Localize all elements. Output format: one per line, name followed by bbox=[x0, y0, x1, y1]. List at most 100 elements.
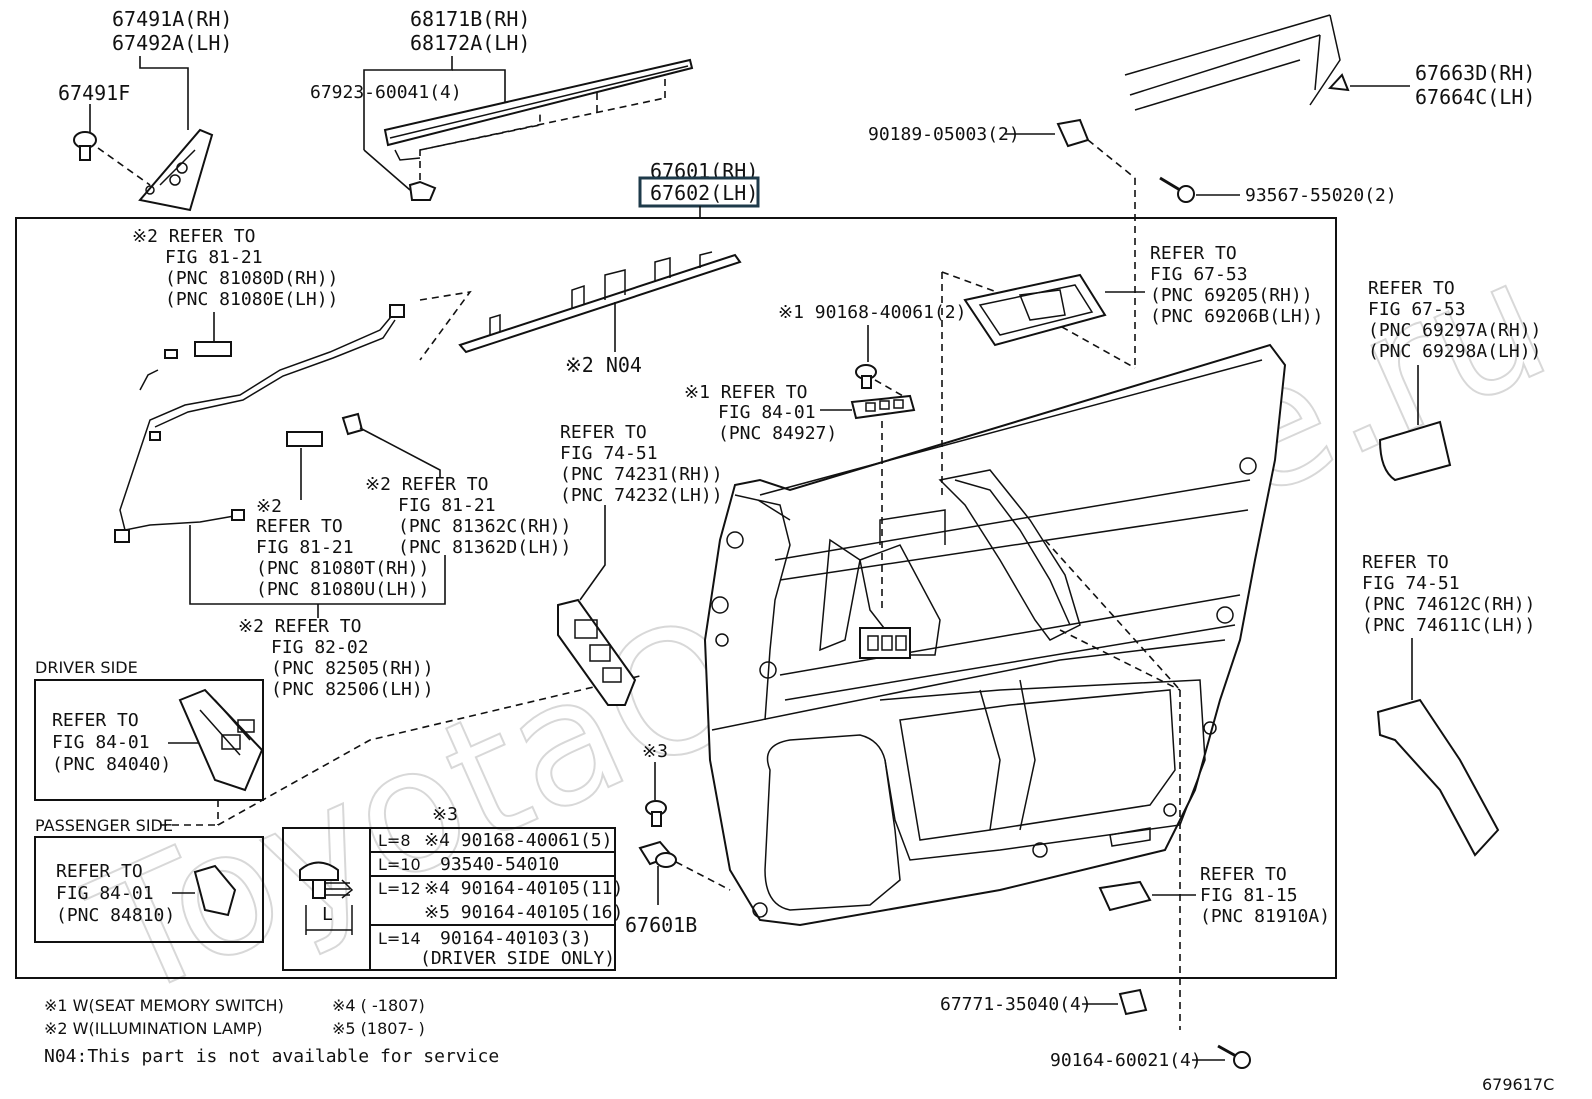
screw-90164-drawing bbox=[1217, 1044, 1251, 1069]
part-90168-40061[interactable]: ※1 90168-40061(2) bbox=[778, 302, 966, 323]
part-90189-05003[interactable]: 90189-05003(2) bbox=[868, 124, 1020, 145]
svg-text:67664C(LH): 67664C(LH) bbox=[1415, 85, 1535, 109]
part-67491a[interactable]: 67491A(RH) 67492A(LH) bbox=[112, 7, 232, 55]
svg-text:(PNC 69297A(RH)): (PNC 69297A(RH)) bbox=[1368, 320, 1541, 341]
svg-text:(PNC 69206B(LH)): (PNC 69206B(LH)) bbox=[1150, 306, 1323, 327]
svg-text:(PNC 81910A): (PNC 81910A) bbox=[1200, 906, 1330, 927]
clip-table-header: ※3 bbox=[432, 804, 458, 825]
ref-fig-74-51-garnish[interactable]: REFER TO FIG 74-51 (PNC 74612C(RH)) (PNC… bbox=[1362, 552, 1535, 636]
svg-text:(PNC 74611C(LH)): (PNC 74611C(LH)) bbox=[1362, 615, 1535, 636]
window-frame-drawing bbox=[1124, 14, 1341, 111]
part-90164-60021[interactable]: 90164-60021(4) bbox=[1050, 1050, 1202, 1071]
ref-fig-81-15[interactable]: REFER TO FIG 81-15 (PNC 81910A) bbox=[1200, 864, 1330, 927]
svg-text:67663D(RH): 67663D(RH) bbox=[1415, 61, 1535, 85]
svg-text:REFER TO: REFER TO bbox=[1200, 864, 1287, 885]
lamp-81362-drawing bbox=[341, 412, 364, 436]
part-67601b[interactable]: 67601B bbox=[625, 913, 697, 937]
svg-text:REFER TO: REFER TO bbox=[52, 710, 139, 731]
svg-text:67492A(LH): 67492A(LH) bbox=[112, 31, 232, 55]
svg-text:FIG 84-01: FIG 84-01 bbox=[718, 402, 816, 423]
svg-text:(PNC 84810): (PNC 84810) bbox=[56, 905, 175, 926]
assembly-frame bbox=[15, 217, 1337, 979]
svg-text:※2 W(ILLUMINATION LAMP): ※2 W(ILLUMINATION LAMP) bbox=[44, 1019, 262, 1038]
svg-text:※4 ( -1807): ※4 ( -1807) bbox=[332, 996, 425, 1015]
clip-table: L bbox=[282, 827, 616, 971]
svg-text:(PNC 81362D(LH)): (PNC 81362D(LH)) bbox=[398, 537, 571, 558]
part-67771-35040[interactable]: 67771-35040(4) bbox=[940, 994, 1092, 1015]
svg-text:REFER TO: REFER TO bbox=[1368, 278, 1455, 299]
svg-text:93540-54010: 93540-54010 bbox=[440, 854, 559, 875]
part-67491f[interactable]: 67491F bbox=[58, 81, 130, 105]
figure-id: 679617C bbox=[1482, 1075, 1554, 1094]
svg-text:68172A(LH): 68172A(LH) bbox=[410, 31, 530, 55]
wire-harness-drawing bbox=[114, 304, 405, 543]
part-67923-60041[interactable]: 67923-60041(4) bbox=[310, 82, 462, 103]
ref-fig-84-01-memory[interactable]: ※1 REFER TO FIG 84-01 (PNC 84927) bbox=[684, 382, 837, 444]
svg-text:REFER TO: REFER TO bbox=[256, 516, 343, 537]
mark-s2: ※2 bbox=[256, 496, 282, 517]
passenger-side-ref[interactable]: REFER TO FIG 84-01 (PNC 84810) bbox=[56, 861, 175, 926]
memory-switch-drawing bbox=[850, 394, 916, 420]
svg-text:FIG 81-21: FIG 81-21 bbox=[398, 495, 496, 516]
part-93567-55020[interactable]: 93567-55020(2) bbox=[1245, 185, 1397, 206]
svg-text:※2 REFER TO: ※2 REFER TO bbox=[365, 474, 488, 495]
svg-text:67602(LH): 67602(LH) bbox=[650, 181, 758, 205]
main-part-number[interactable]: 67601(RH) 67602(LH) bbox=[638, 159, 760, 208]
svg-text:(PNC 74612C(RH)): (PNC 74612C(RH)) bbox=[1362, 594, 1535, 615]
svg-text:REFER TO: REFER TO bbox=[1362, 552, 1449, 573]
end-cap-drawing bbox=[1378, 420, 1452, 482]
clip-67601b-drawing bbox=[638, 840, 677, 868]
part-67663d[interactable]: 67663D(RH) 67664C(LH) bbox=[1415, 61, 1535, 109]
svg-text:FIG 81-15: FIG 81-15 bbox=[1200, 885, 1298, 906]
clip-67923-drawing bbox=[408, 180, 437, 201]
driver-side-title: DRIVER SIDE bbox=[35, 658, 138, 677]
svg-text:※2 REFER TO: ※2 REFER TO bbox=[132, 226, 255, 247]
svg-text:※5 (1807- ): ※5 (1807- ) bbox=[332, 1019, 425, 1038]
svg-text:(PNC 82506(LH)): (PNC 82506(LH)) bbox=[271, 679, 434, 700]
svg-text:68171B(RH): 68171B(RH) bbox=[410, 7, 530, 31]
ref-fig-81-21-lamp[interactable]: ※2 REFER TO FIG 81-21 (PNC 81362C(RH)) (… bbox=[365, 474, 571, 558]
svg-text:(PNC 69205(RH)): (PNC 69205(RH)) bbox=[1150, 285, 1313, 306]
screw-93567-drawing bbox=[1159, 176, 1195, 203]
part-n04[interactable]: ※2 N04 bbox=[565, 353, 642, 377]
passenger-side-box bbox=[34, 836, 264, 943]
svg-text:FIG 81-21: FIG 81-21 bbox=[165, 247, 263, 268]
ref-fig-82-02[interactable]: ※2 REFER TO FIG 82-02 (PNC 82505(RH)) (P… bbox=[238, 616, 434, 700]
ref-fig-81-21-wiring[interactable]: ※2 REFER TO FIG 81-21 (PNC 81080D(RH)) (… bbox=[132, 226, 338, 310]
door-trim-panel-drawing bbox=[703, 343, 1287, 927]
bracket-n04-drawing bbox=[458, 251, 742, 354]
svg-text:※5 90164-40105(16): ※5 90164-40105(16) bbox=[424, 902, 623, 923]
svg-text:L=12: L=12 bbox=[378, 879, 421, 898]
ref-fig-74-51-armrest[interactable]: REFER TO FIG 74-51 (PNC 74231(RH)) (PNC … bbox=[560, 422, 723, 506]
svg-text:(PNC 82505(RH)): (PNC 82505(RH)) bbox=[271, 658, 434, 679]
switch-bezel-drawing bbox=[557, 598, 637, 706]
svg-text:(PNC 81080D(RH)): (PNC 81080D(RH)) bbox=[165, 268, 338, 289]
svg-text:L: L bbox=[322, 904, 333, 925]
svg-text:(PNC 84040): (PNC 84040) bbox=[52, 754, 171, 775]
ref-fig-81-21-switch[interactable]: REFER TO FIG 81-21 (PNC 81080T(RH)) (PNC… bbox=[256, 516, 429, 600]
svg-text:REFER TO: REFER TO bbox=[1150, 243, 1237, 264]
footnotes: ※1 W(SEAT MEMORY SWITCH) ※2 W(ILLUMINATI… bbox=[44, 996, 499, 1067]
svg-text:L=10: L=10 bbox=[378, 855, 421, 874]
svg-text:REFER TO: REFER TO bbox=[56, 861, 143, 882]
passenger-side-title: PASSENGER SIDE bbox=[35, 816, 173, 835]
part-68171b[interactable]: 68171B(RH) 68172A(LH) bbox=[410, 7, 530, 55]
clip-90189-drawing bbox=[1056, 118, 1090, 148]
svg-text:(PNC 81362C(RH)): (PNC 81362C(RH)) bbox=[398, 516, 571, 537]
svg-text:67491A(RH): 67491A(RH) bbox=[112, 7, 232, 31]
molding-67663d-drawing bbox=[1327, 73, 1350, 92]
screw-90168-drawing bbox=[855, 364, 877, 389]
svg-text:(PNC 81080T(RH)): (PNC 81080T(RH)) bbox=[256, 558, 429, 579]
driver-side-ref[interactable]: REFER TO FIG 84-01 (PNC 84040) bbox=[52, 710, 171, 775]
switch-81080t-drawing bbox=[286, 431, 323, 447]
ref-fig-67-53-handle[interactable]: REFER TO FIG 67-53 (PNC 69205(RH)) (PNC … bbox=[1150, 243, 1323, 327]
svg-text:FIG 74-51: FIG 74-51 bbox=[560, 443, 658, 464]
mirror-cover-drawing bbox=[138, 128, 214, 212]
svg-text:FIG 84-01: FIG 84-01 bbox=[56, 883, 154, 904]
svg-text:FIG 82-02: FIG 82-02 bbox=[271, 637, 369, 658]
clip-table-rows: L=8 ※4 90168-40061(5) L=10 93540-54010 L… bbox=[378, 830, 623, 969]
svg-text:(PNC 81080U(LH)): (PNC 81080U(LH)) bbox=[256, 579, 429, 600]
svg-text:FIG 67-53: FIG 67-53 bbox=[1150, 264, 1248, 285]
ref-fig-67-53-cap[interactable]: REFER TO FIG 67-53 (PNC 69297A(RH)) (PNC… bbox=[1368, 278, 1541, 362]
